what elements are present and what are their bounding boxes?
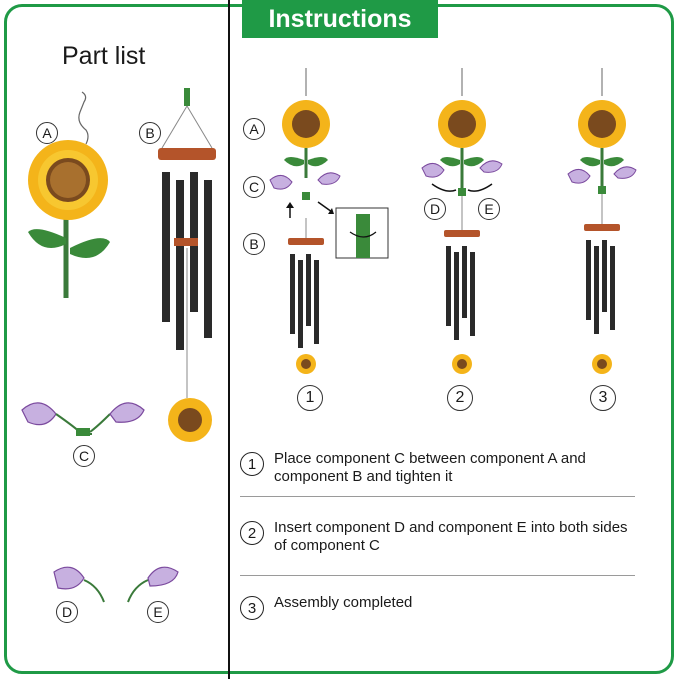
step-text: Place component C between component A an… — [274, 450, 586, 485]
stage-number-3: 3 — [590, 385, 616, 411]
diagram-label-d: D — [424, 198, 446, 220]
part-d-label: D — [56, 601, 78, 623]
step-text: Assembly completed — [274, 594, 413, 611]
step-number: 1 — [240, 452, 264, 476]
stage-number-2: 2 — [447, 385, 473, 411]
diagram-label-e: E — [478, 198, 500, 220]
diagram-label-b: B — [243, 233, 265, 255]
column-divider — [228, 0, 230, 679]
stage-1-assembly-icon — [269, 68, 389, 374]
part-e-butterfly-icon — [127, 566, 179, 603]
diagram-label-a: A — [243, 118, 265, 140]
step-item: 3 Assembly completed — [240, 576, 635, 630]
stage-3-assembly-icon — [567, 68, 637, 374]
part-list-title: Part list — [62, 42, 146, 70]
part-d-butterfly-icon — [53, 566, 105, 603]
stage-2-assembly-icon — [421, 68, 503, 374]
step-text: Insert component D and component E into … — [274, 519, 628, 554]
diagram-label-c: C — [243, 176, 265, 198]
step-list: 1 Place component C between component A … — [240, 440, 635, 630]
step-number: 2 — [240, 521, 264, 545]
part-b-label: B — [139, 122, 161, 144]
part-c-label: C — [73, 445, 95, 467]
step-item: 1 Place component C between component A … — [240, 440, 635, 497]
part-b-wind-chime-icon — [158, 88, 216, 442]
part-a-sunflower-icon — [28, 91, 110, 298]
part-a-label: A — [36, 122, 58, 144]
step-item: 2 Insert component D and component E int… — [240, 497, 635, 576]
part-e-label: E — [147, 601, 169, 623]
step-number: 3 — [240, 596, 264, 620]
part-c-butterflies-icon — [21, 402, 145, 436]
stage-number-1: 1 — [297, 385, 323, 411]
instructions-title: Instructions — [242, 0, 438, 38]
